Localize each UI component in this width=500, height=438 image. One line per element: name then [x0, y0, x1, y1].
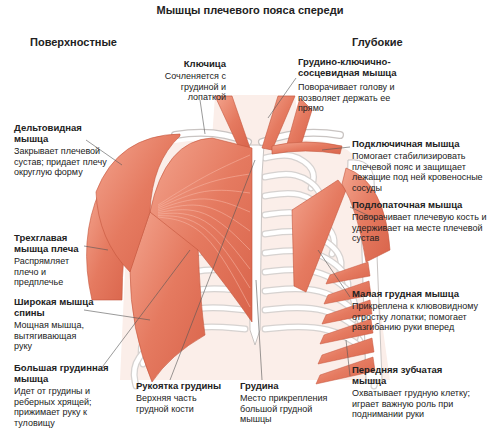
- section-heading: Поверхностные: [30, 36, 180, 49]
- leader-line: [256, 280, 262, 380]
- leader-line: [100, 250, 190, 370]
- leader-line: [346, 340, 350, 376]
- part-description: Поворачивает голову и позволяет держать …: [298, 82, 416, 114]
- leader-line: [84, 310, 150, 320]
- muscle-fibre: [158, 155, 250, 205]
- part-name: Грудино-ключично-сосцевидная мышца: [298, 56, 410, 78]
- part-description: Охватывает грудную клетку; играет важную…: [352, 388, 492, 420]
- muscles: [87, 96, 390, 384]
- diagram-title: Мышцы плечевого пояса спереди: [0, 4, 500, 16]
- muscle-fibre: [158, 217, 250, 307]
- part-name: Грудина: [240, 380, 345, 391]
- part-description: Идет от грудины и реберных хрящей; прижи…: [14, 386, 122, 428]
- leader-line: [200, 100, 205, 134]
- part-description: Место прикрепления большой грудной мышцы: [240, 393, 345, 425]
- section-heading: Глубокие: [352, 36, 492, 49]
- part-description: Помогает стабилизировать плечевой пояс и…: [352, 151, 490, 193]
- leader-line: [318, 250, 350, 297]
- part-name: Дельтовидная мышца: [14, 122, 106, 144]
- muscle-fibre: [158, 199, 250, 212]
- part-description: Закрывает плечевой сустав; придает плечу…: [14, 146, 109, 178]
- part-description: Сочленяется с грудиной и лопаткой: [148, 71, 226, 103]
- deltoid-muscle: [96, 134, 180, 272]
- leader-line: [268, 78, 296, 118]
- part-name: Большая грудинная мышца: [14, 362, 114, 384]
- part-description: Поворачивает плечевую кость и удерживает…: [352, 212, 487, 244]
- leader-lines: [84, 78, 378, 380]
- part-description: Распрямляет плечо и предплечье: [14, 256, 96, 288]
- part-description: Прикреплена к клювовидному отростку лопа…: [352, 301, 492, 333]
- part-name: Передняя зубчатая мышца: [352, 364, 464, 386]
- leader-line: [170, 160, 255, 380]
- part-name: Трехглавая мышца плеча: [14, 232, 96, 254]
- leader-line: [84, 246, 108, 250]
- muscle-fibre: [158, 210, 250, 250]
- muscle-fibre: [158, 216, 250, 289]
- leader-line: [322, 147, 350, 150]
- part-name: Рукоятка грудины: [136, 380, 236, 391]
- serratus-anterior: [326, 262, 370, 284]
- part-name: Подключичная мышца: [352, 138, 492, 149]
- part-name: Широкая мышца спины: [14, 296, 96, 318]
- part-name: Малая грудная мышца: [352, 288, 492, 299]
- part-description: Мощная мышца, вытягивающая руку: [14, 320, 96, 352]
- part-description: Верхняя часть грудной кости: [136, 393, 228, 414]
- pectoralis-major: [150, 138, 252, 322]
- subclavius-muscle: [272, 142, 342, 154]
- muscle-fibre: [158, 213, 250, 269]
- part-name: Подлопаточная мышца: [352, 199, 492, 210]
- part-name: Ключица: [148, 58, 226, 69]
